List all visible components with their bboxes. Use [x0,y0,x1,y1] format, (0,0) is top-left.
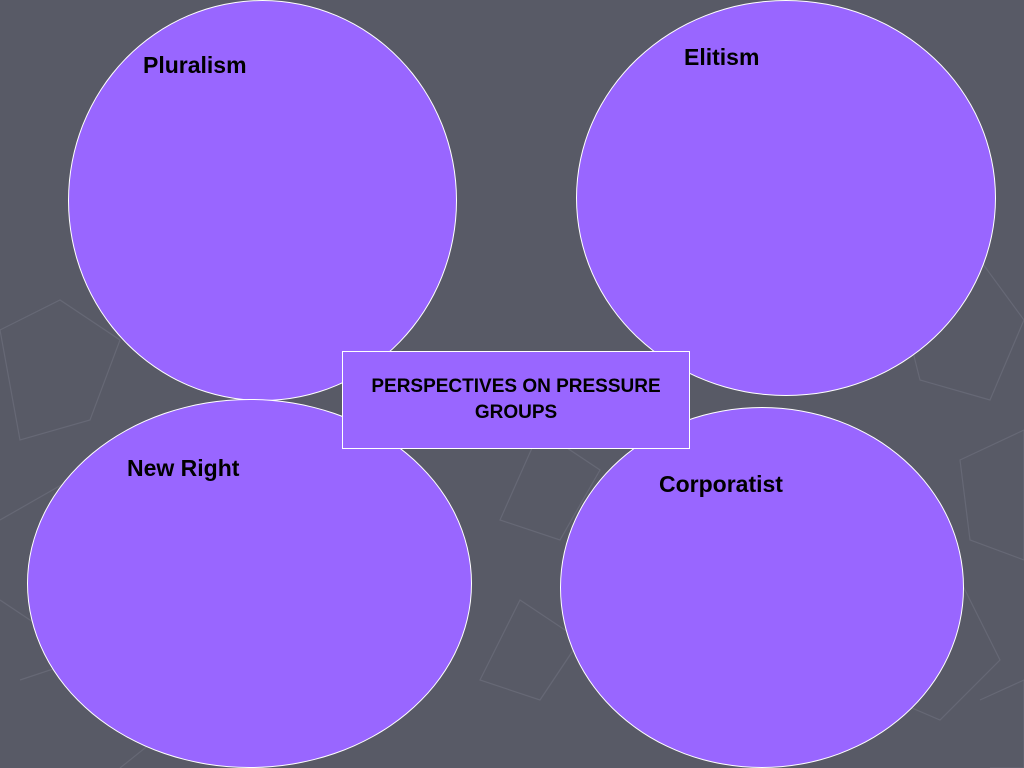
center-title: PERSPECTIVES ON PRESSURE GROUPS [371,374,660,426]
center-title-line1: PERSPECTIVES ON PRESSURE [371,376,661,397]
new-right-circle [27,399,472,768]
corporatist-label: Corporatist [659,471,783,497]
center-title-box: PERSPECTIVES ON PRESSURE GROUPS [342,351,690,449]
center-title-line2: GROUPS [474,402,558,423]
elitism-label: Elitism [684,44,760,70]
pluralism-label: Pluralism [143,52,247,78]
elitism-circle [576,0,996,396]
corporatist-circle [560,407,964,768]
pluralism-circle [68,0,457,401]
new-right-label: New Right [127,455,240,481]
